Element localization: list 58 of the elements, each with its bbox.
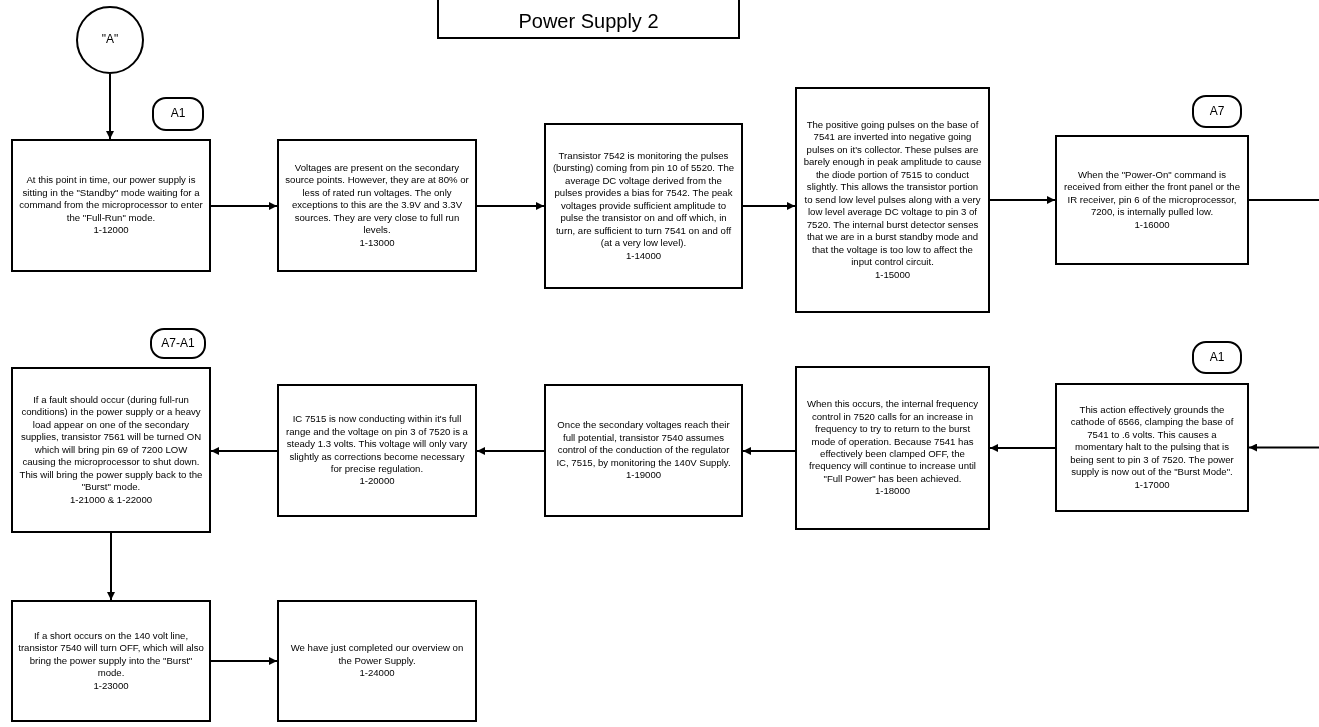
page-reference: 1-20000 (359, 475, 395, 488)
arrow (742, 447, 796, 455)
step-description: "A" (101, 32, 119, 48)
step-description: At this point in time, our power supply is sitting in the "Standby" mode waiting for a command from the microprocessor to enter the "Full-Run" mode. (18, 174, 204, 225)
step-description: Once the secondary voltages reach their full potential, transistor 7540 assumes control of the conduction of the regulator IC, 7515, by monitoring the 140V Supply. (555, 419, 732, 470)
arrow (210, 447, 278, 455)
title-box: Power Supply 2 (437, 0, 740, 39)
reference-tag (152, 97, 204, 131)
page-reference: 1-18000 (874, 485, 911, 498)
process-box (277, 139, 477, 272)
arrow (989, 196, 1056, 204)
process-box (544, 384, 743, 517)
process-box (11, 367, 211, 533)
process-box (795, 87, 990, 313)
arrow (476, 202, 545, 210)
step-description: Voltages are present on the secondary source points. However, they are at 80% or less of rated run voltages. The only exceptions to this are the 3.9V and 3.3V sources. They are very close to full run levels. (284, 161, 470, 237)
step-description: Transistor 7542 is monitoring the pulses (bursting) coming from pin 10 of 5520. The average DC voltage derived from the pulses provides a bias for 7542. The peak voltages provide sufficient amplitude to pulse the transistor on and off which, in turn, are sufficient to turn 7541 on and off (at a very low level). (551, 149, 736, 250)
reference-tag (1192, 95, 1242, 128)
step-description: We have just completed our overview on the Power Supply. (289, 642, 465, 668)
arrow (742, 202, 796, 210)
step-description: A1 (1209, 349, 1225, 366)
step-description: This action effectively grounds the cathode of 6566, clamping the base of 7541 to .6 volts. This causes a momentary halt to the pulsing that is being sent to pin 3 of 7520. The power supply is now out of the "Burst Mode". (1069, 403, 1235, 479)
step-description: IC 7515 is now conducting within it's full range and the voltage on pin 3 of 7520 is a steady 1.3 volts. This voltage will only vary slightly as corrections become necessary for precise regulation. (285, 413, 469, 476)
process-box (795, 366, 990, 530)
step-description: If a short occurs on the 140 volt line, transistor 7540 will turn OFF, which will also bring the power supply into the "Burst" mode. (18, 629, 204, 680)
page-reference: 1-23000 (93, 679, 129, 693)
arrow (210, 657, 278, 665)
arrow (989, 444, 1056, 452)
process-box (277, 384, 477, 517)
step-description: A7-A1 (161, 335, 195, 352)
step-description: The positive going pulses on the base of 7541 are inverted into negative going pulses on it's collector. These pulses are barely enough in peak amplitude to cause the diode portion of 7515 to conduct slightly. This allows the transistor portion to send low level pulses along with a very low level average DC voltage to pin 3 of 7520. The internal burst detector senses that we are in a burst standby mode and that the voltage is too low to affect the input control circuit. (802, 118, 983, 269)
step-description: If a fault should occur (during full-run conditions) in the power supply or a heavy load appear on one of the secondary supplies, transistor 7561 will be turned ON which will bring pin 69 of 7200 LOW causing the microprocessor to shut down. This will bring the power supply back to the "Burst" mode. (18, 393, 204, 494)
process-box (11, 139, 211, 272)
process-box (1055, 135, 1249, 265)
process-box (11, 600, 211, 722)
page-reference: 1-13000 (359, 236, 395, 250)
arrow (107, 532, 115, 601)
step-description: A7 (1209, 103, 1225, 120)
step-description: When the "Power-On" command is received from either the front panel or the IR receiver, pin 6 of the microprocessor, 7200, is internally pulled low. (1063, 168, 1241, 219)
process-box (1055, 383, 1249, 512)
step-description: When this occurs, the internal frequency control in 7520 calls for an increase in frequency to try to return to the burst mode of operation. Because 7541 has effectively been clamped OFF, the frequency will continue to increase until "Full Power" has been achieved. (805, 398, 980, 486)
page-reference: 1-21000 & 1-22000 (69, 493, 153, 507)
process-box (277, 600, 477, 722)
reference-tag (150, 328, 206, 359)
page-reference: 1-17000 (1134, 478, 1170, 492)
page-reference: 1-14000 (625, 249, 662, 263)
arrow (476, 447, 545, 455)
page-reference: 1-12000 (93, 224, 129, 237)
page-reference: 1-16000 (1134, 218, 1170, 232)
arrow (106, 73, 114, 140)
page-reference: 1-24000 (359, 667, 395, 680)
arrow (210, 202, 278, 210)
process-box (544, 123, 743, 289)
arrow (1248, 443, 1319, 452)
page-reference: 1-15000 (874, 268, 911, 282)
step-description: A1 (170, 106, 186, 122)
page-reference: 1-19000 (625, 469, 662, 482)
reference-tag (1192, 341, 1242, 374)
